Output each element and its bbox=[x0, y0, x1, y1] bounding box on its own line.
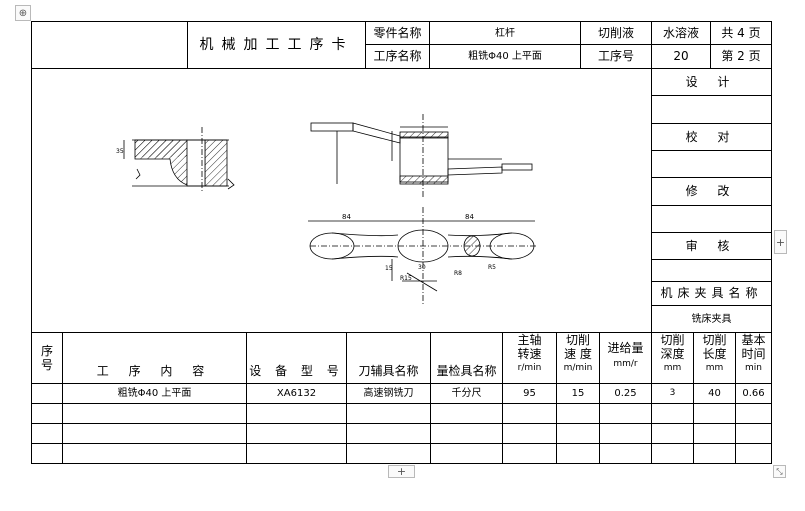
seq-header: 序号 bbox=[40, 344, 53, 372]
table-move-handle[interactable]: ⊕ bbox=[15, 5, 31, 21]
row-equipment: XA6132 bbox=[276, 388, 317, 399]
equipment-header: 设 备 型 号 bbox=[249, 364, 344, 378]
row-content: 粗铣Φ40 上平面 bbox=[117, 388, 192, 399]
op-no-label: 工序号 bbox=[597, 49, 634, 63]
coolant-label: 切削液 bbox=[597, 25, 634, 40]
row-length: 40 bbox=[708, 388, 721, 399]
row-feed: 0.25 bbox=[614, 388, 637, 399]
total-pages: 共 4 页 bbox=[721, 25, 761, 40]
depth-header: 切削 深度 mm bbox=[660, 333, 685, 373]
part-name-value: 杠杆 bbox=[495, 27, 515, 39]
time-header: 基本 时间 min bbox=[741, 333, 766, 373]
svg-text:R15: R15 bbox=[400, 275, 412, 282]
plan-view: 84 84 R15 R8 R5 30 15 bbox=[308, 207, 537, 304]
spindle-header: 主轴 转速 r/min bbox=[517, 333, 542, 373]
op-no-value: 20 bbox=[673, 49, 689, 63]
section-view: 35 bbox=[116, 127, 235, 191]
page-number: 第 2 页 bbox=[721, 49, 761, 63]
add-row-button[interactable]: + bbox=[388, 465, 415, 478]
svg-text:84: 84 bbox=[465, 213, 474, 221]
svg-text:R5: R5 bbox=[488, 264, 496, 271]
elevation-view bbox=[310, 114, 533, 199]
revise-label: 修 改 bbox=[685, 184, 738, 198]
row-spindle: 95 bbox=[523, 388, 536, 399]
row-cut-speed: 15 bbox=[571, 388, 585, 399]
gauges-header: 量检具名称 bbox=[436, 364, 497, 378]
svg-text:30: 30 bbox=[418, 264, 426, 271]
fixture-label: 机床夹具名称 bbox=[660, 286, 763, 300]
length-header: 切削 长度 mm bbox=[702, 333, 727, 373]
part-name-label: 零件名称 bbox=[373, 25, 422, 40]
check-label: 校 对 bbox=[685, 129, 738, 144]
feed-header: 进给量 mm/r bbox=[607, 341, 644, 369]
row-gauge: 千分尺 bbox=[451, 388, 482, 399]
svg-text:15: 15 bbox=[385, 265, 393, 272]
svg-text:35: 35 bbox=[116, 148, 124, 155]
svg-text:84: 84 bbox=[342, 213, 351, 221]
cut-speed-header: 切削 速 度 m/min bbox=[563, 333, 593, 373]
process-name-value: 粗铣Φ40 上平面 bbox=[468, 51, 542, 62]
content-header: 工 序 内 容 bbox=[96, 364, 213, 378]
row-time: 0.66 bbox=[742, 388, 765, 399]
fixture-value: 铣床夹具 bbox=[691, 314, 732, 325]
coolant-value: 水溶液 bbox=[662, 25, 699, 40]
review-label: 审 核 bbox=[685, 238, 738, 253]
tools-header: 刀辅具名称 bbox=[358, 364, 419, 378]
resize-handle[interactable]: ⤡ bbox=[773, 465, 786, 478]
add-column-button[interactable]: + bbox=[774, 230, 787, 254]
card-title: 机械加工工序卡 bbox=[199, 36, 354, 53]
design-label: 设 计 bbox=[685, 74, 738, 89]
row-depth: 3 bbox=[669, 388, 676, 398]
svg-text:R8: R8 bbox=[454, 270, 462, 277]
process-drawing: 35 bbox=[116, 114, 537, 304]
process-name-label: 工序名称 bbox=[373, 49, 422, 63]
row-tool: 高速钢铣刀 bbox=[363, 388, 414, 399]
